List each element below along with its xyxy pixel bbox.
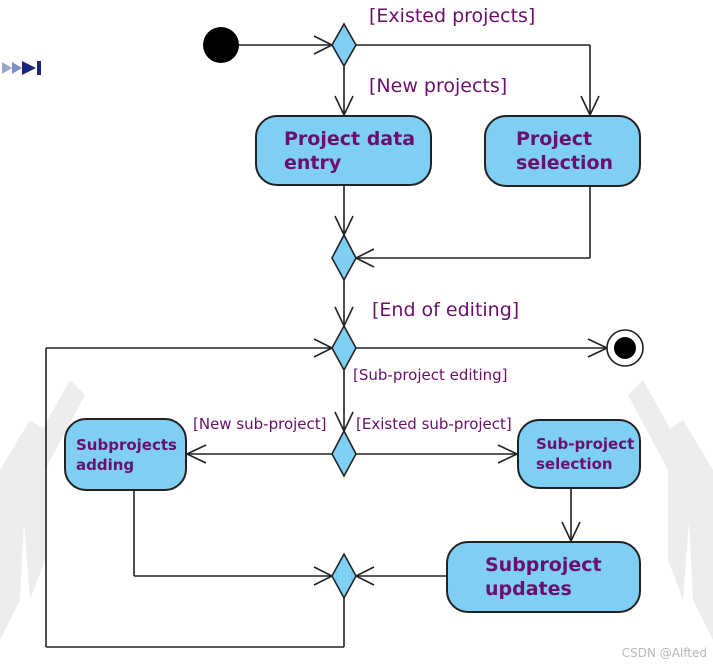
activity-sub-project-selection[interactable]: Sub-project selection — [517, 419, 641, 489]
decision-diamond — [331, 22, 357, 68]
guard-existed-projects: [Existed projects] — [369, 5, 536, 27]
activity-label: Subprojects adding — [76, 435, 177, 474]
connectors — [45, 44, 607, 648]
merge-diamond — [331, 233, 357, 282]
watermark: CSDN @Alfted — [621, 646, 707, 660]
fast-forward-icon[interactable] — [2, 61, 41, 75]
merge-diamond — [331, 552, 357, 600]
final-node — [606, 329, 644, 367]
decision-diamond — [331, 324, 357, 372]
decision-diamond — [331, 429, 357, 478]
background-decoration — [0, 380, 713, 640]
guard-sub-project-editing: [Sub-project editing] — [353, 366, 508, 384]
activity-subprojects-adding[interactable]: Subprojects adding — [64, 418, 187, 491]
activity-subproject-updates[interactable]: Subproject updates — [446, 541, 641, 613]
guard-new-sub-project: [New sub-project] — [193, 415, 327, 433]
guard-end-of-editing: [End of editing] — [372, 299, 520, 321]
guard-new-projects: [New projects] — [369, 75, 508, 97]
activity-label: Sub-project selection — [536, 435, 635, 473]
initial-node — [203, 27, 239, 63]
activity-label: Subproject updates — [485, 554, 602, 600]
guard-existed-sub-project: [Existed sub-project] — [356, 415, 512, 433]
activity-project-selection[interactable]: Project selection — [484, 115, 641, 187]
activity-project-data-entry[interactable]: Project data entry — [255, 115, 432, 186]
activity-label: Project selection — [516, 128, 614, 174]
decision-nodes — [331, 22, 357, 600]
activity-label: Project data entry — [284, 127, 416, 174]
